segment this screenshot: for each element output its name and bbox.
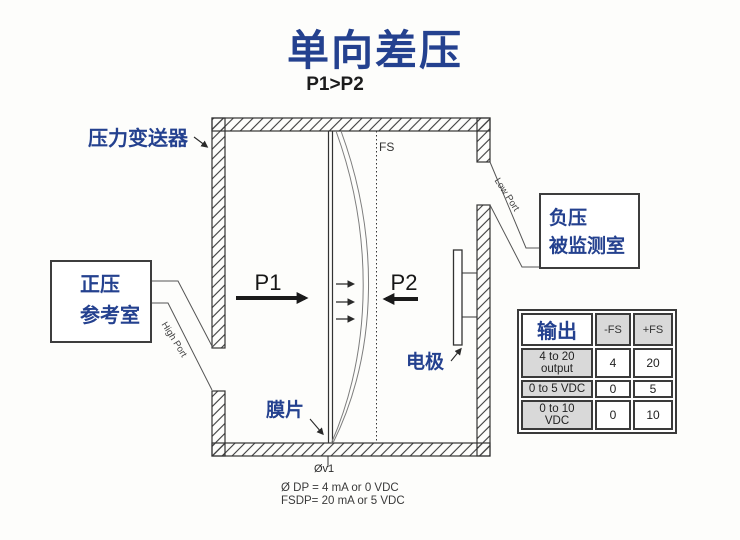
output-table: 输出 -FS +FS 4 to 20 output 4 20 0 to 5 VD…: [517, 309, 677, 434]
transmitter-arrow: [193, 136, 209, 148]
wall-top: [211, 117, 491, 132]
electrode-plate: [452, 249, 477, 346]
high-port-channel-upper: [152, 280, 214, 349]
transmitter-label: 压力变送器: [88, 128, 188, 150]
wall-right-lower: [476, 204, 491, 457]
row-pos-value: 10: [633, 400, 673, 430]
full-scale-label: FS: [379, 140, 395, 154]
wall-right-upper: [476, 117, 491, 163]
low-port-channel-lower: [489, 204, 539, 268]
table-row: 0 to 5 VDC 0 5: [521, 380, 673, 398]
electrode-label: 电极: [406, 352, 445, 373]
table-row: 4 to 20 output 4 20: [521, 348, 673, 378]
negative-chamber-line2: 被监测室: [549, 236, 626, 257]
p1-label: P1: [254, 270, 282, 295]
wall-left-lower: [211, 390, 226, 457]
low-port-channel-upper: [489, 161, 539, 249]
high-port-channel-lower: [152, 302, 213, 391]
negative-chamber-box: 负压 被监测室: [539, 193, 640, 269]
wall-bottom: [211, 442, 491, 457]
p2-label: P2: [390, 270, 418, 295]
output-table-header-row: 输出 -FS +FS: [521, 313, 673, 346]
positive-chamber-line1: 正压: [80, 274, 120, 296]
output-header-cell: 输出: [521, 313, 593, 346]
deflection-arrows: [336, 280, 356, 323]
row-neg-value: 4: [595, 348, 631, 378]
diaphragm-rest: [327, 131, 334, 443]
wall-left-upper: [211, 117, 226, 349]
callout-arrows: [193, 136, 462, 436]
row-pos-value: 20: [633, 348, 673, 378]
table-row: 0 to 10 VDC 0 10: [521, 400, 673, 430]
zero-marker-label: Øv1: [314, 463, 335, 475]
row-neg-value: 0: [595, 380, 631, 398]
row-pos-value: 5: [633, 380, 673, 398]
electrode-arrow: [450, 347, 462, 362]
page-title: 单向差压: [286, 27, 463, 74]
negative-chamber-line1: 负压: [549, 208, 588, 229]
pos-fs-header-cell: +FS: [633, 313, 673, 346]
row-label: 4 to 20 output: [521, 348, 593, 378]
diaphragm-label: 膜片: [266, 400, 305, 421]
page-subtitle: P1>P2: [306, 74, 364, 95]
neg-fs-header-cell: -FS: [595, 313, 631, 346]
diaphragm-deflected: [331, 130, 370, 444]
chamber-walls: [211, 117, 491, 457]
positive-chamber-line2: 参考室: [80, 305, 140, 327]
row-label: 0 to 10 VDC: [521, 400, 593, 430]
diaphragm-arrow: [309, 418, 324, 436]
row-neg-value: 0: [595, 400, 631, 430]
zero-dp-annotation: Ø DP = 4 mA or 0 VDC: [281, 482, 399, 494]
row-label: 0 to 5 VDC: [521, 380, 593, 398]
fs-dp-annotation: FSDP= 20 mA or 5 VDC: [281, 495, 405, 507]
port-channels: [152, 161, 539, 391]
positive-chamber-box: 正压 参考室: [50, 260, 152, 343]
